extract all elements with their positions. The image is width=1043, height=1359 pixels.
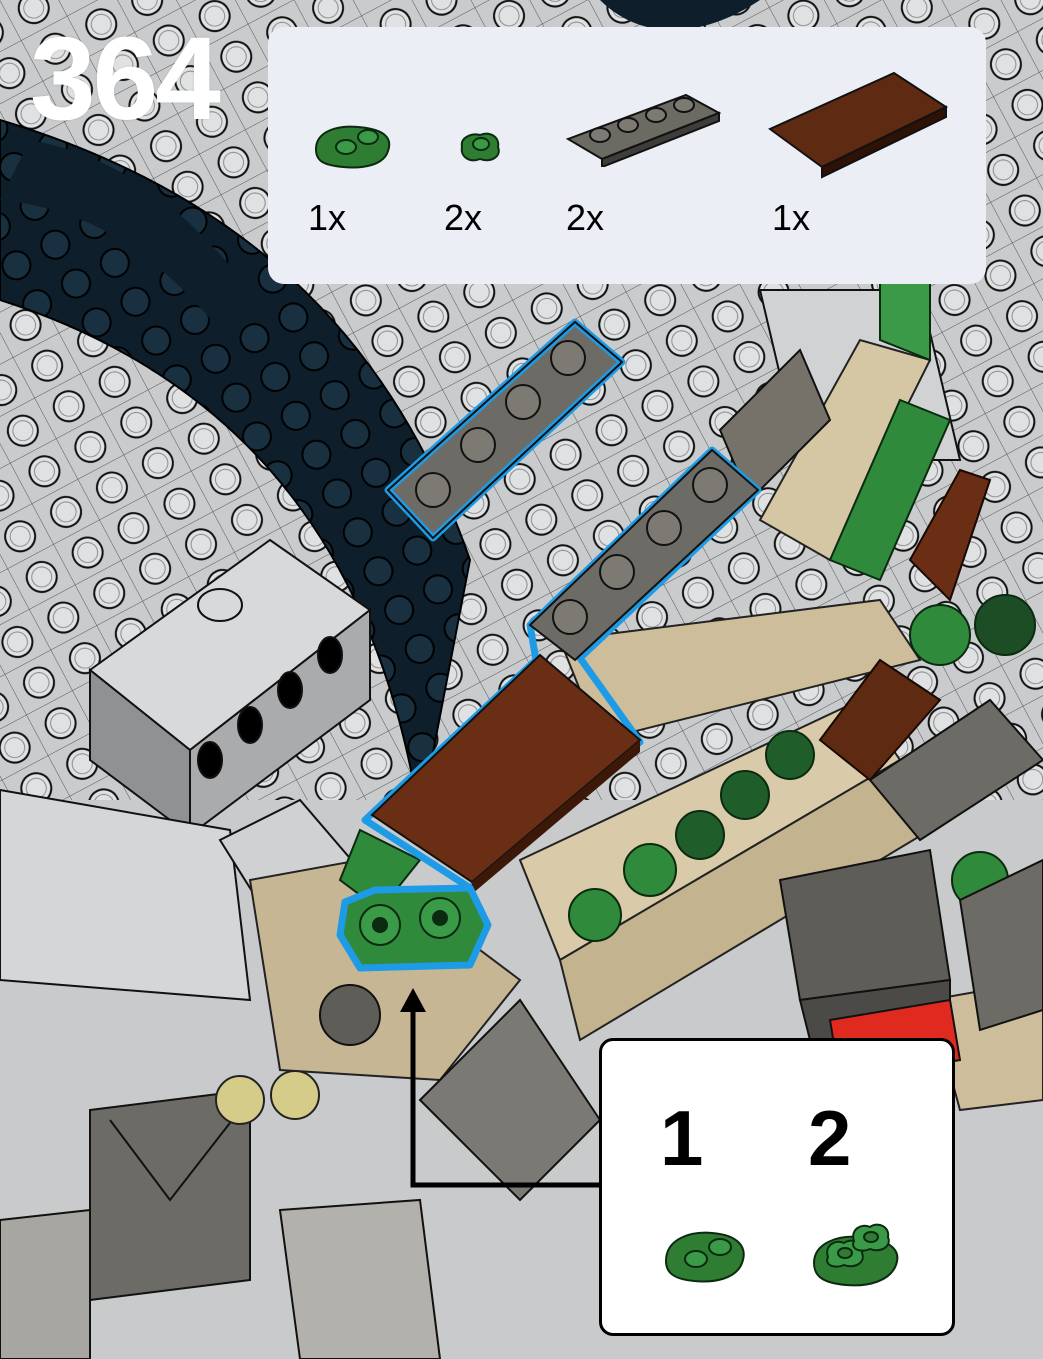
step-number: 364 [30,20,218,138]
part-quantity: 1x [308,197,346,239]
part-quantity: 2x [444,197,482,239]
part-quantity: 1x [772,197,810,239]
parts-list: 1x 2x 2x 1x [268,27,986,284]
dark-gray-1x4-plate-icon [564,87,724,167]
green-1x2-rounded-plate-icon [660,1221,750,1291]
green-rounded-plate-with-two-leaf-plates-icon [808,1205,908,1295]
sub-step-number: 2 [808,1099,851,1177]
part-quantity: 2x [566,197,604,239]
green-1x2-plate-with-rounded-ends-icon [308,117,398,177]
reddish-brown-2x4-tile-icon [764,67,954,182]
sub-assembly-callout: 1 2 [599,1038,955,1336]
sub-step-number: 1 [660,1099,703,1177]
green-1x1-round-plate-with-leaves-icon [456,127,506,167]
